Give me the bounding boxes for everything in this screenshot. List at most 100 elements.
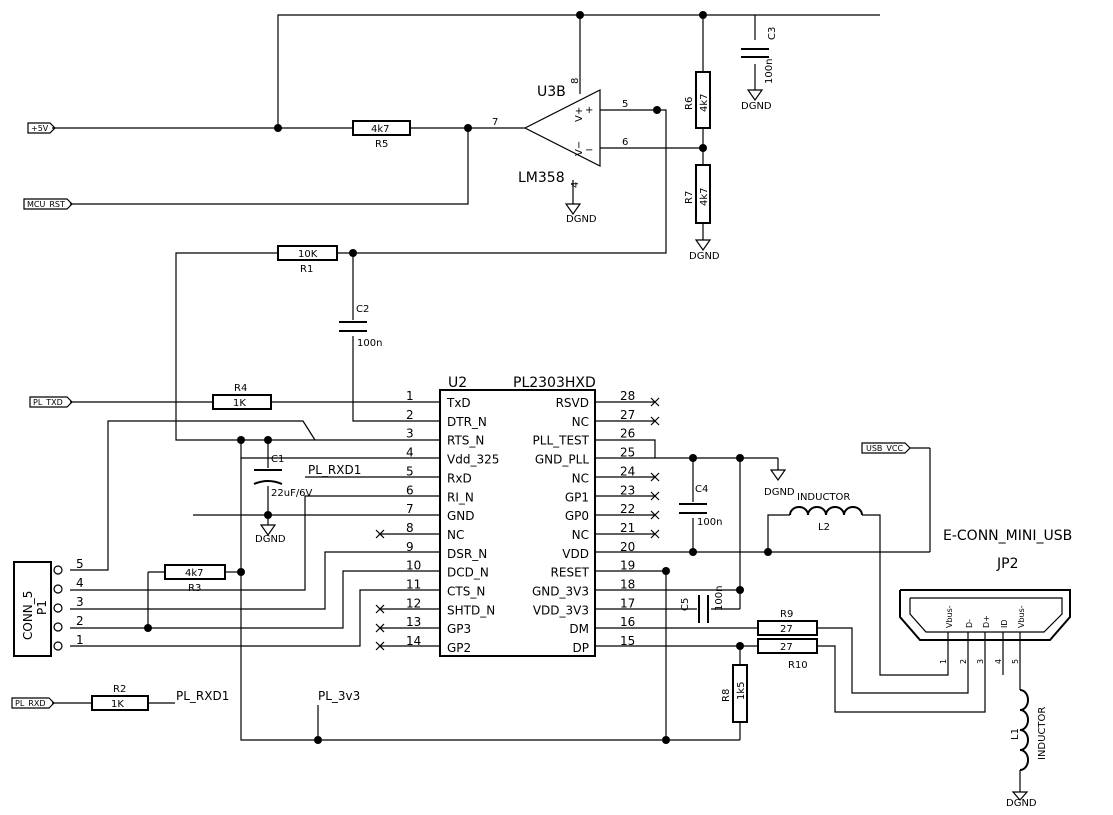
pin-number: 18 (620, 578, 635, 592)
junction (144, 624, 152, 632)
no-connect-mark (375, 623, 385, 633)
net-label-text: PL_RXD (15, 699, 45, 708)
no-connect-mark (650, 397, 660, 407)
resistor-value: 1K (233, 398, 246, 409)
pin-name: GND_PLL (535, 453, 589, 467)
net-label-text: MCU_RST (27, 200, 65, 209)
pin-name: DM (569, 622, 589, 636)
junction (349, 249, 357, 257)
pin-number: 11 (406, 578, 421, 592)
no-connect-mark (650, 491, 660, 501)
capacitor-ref: C1 (271, 454, 284, 465)
capacitor-ref: C4 (695, 484, 708, 495)
pin-name: TxD (446, 396, 471, 410)
pin-number: 2 (959, 659, 968, 664)
connector-value: E-CONN_MINI_USB (943, 528, 1072, 544)
pin-number: 5 (76, 557, 84, 571)
opamp-value: LM358 (518, 170, 565, 186)
ic-ref: U2 (448, 375, 467, 391)
no-connect-mark (650, 416, 660, 426)
resistor-value: 27 (780, 642, 793, 653)
resistor-r1: 10K R1 (277, 245, 338, 275)
capacitor-c4: C4 100n (679, 484, 722, 528)
pin-number: 17 (620, 596, 635, 610)
ground-label: DGND (689, 251, 720, 262)
junction (314, 736, 322, 744)
junction (699, 11, 707, 19)
inductor-ref: L1 (1010, 728, 1021, 740)
pin-name: ID (1000, 619, 1009, 628)
resistor-ref: R6 (684, 97, 695, 110)
pin-number: 16 (620, 615, 635, 629)
resistor-ref: R9 (780, 609, 793, 620)
resistor-r3: 4k7 R3 (164, 564, 226, 594)
pin-number: 3 (976, 659, 985, 664)
junction (264, 511, 272, 519)
resistor-r7: 4k7 R7 (684, 164, 711, 224)
resistor-value: 4k7 (699, 187, 710, 206)
net-label-5v: +5V (27, 122, 56, 134)
pin-number: 4 (406, 446, 414, 460)
pin-name: NC (572, 415, 589, 429)
pin-number: 23 (620, 483, 635, 497)
pin-name: DSR_N (447, 547, 487, 561)
junction (576, 11, 584, 19)
pin-number: 6 (622, 137, 628, 148)
net-label-text: PL_TXD (33, 398, 63, 407)
junction (736, 586, 744, 594)
pin-number: 22 (620, 502, 635, 516)
inductor-l2: INDUCTOR L2 (789, 492, 863, 533)
pin-number: 8 (570, 78, 581, 84)
pin-number: 1 (406, 389, 414, 403)
junction (662, 736, 670, 744)
resistor-ref: R8 (721, 689, 732, 702)
net-label-usb-vcc: USB_VCC (861, 442, 911, 454)
pin-name: NC (572, 528, 589, 542)
resistor-ref: R4 (234, 383, 247, 394)
junction (736, 454, 744, 462)
pin-number: 7 (492, 117, 498, 128)
junction (653, 106, 661, 114)
ground-label: DGND (741, 101, 772, 112)
pin-name: Vdd_325 (447, 453, 499, 467)
pin-name: Vbus- (1017, 605, 1026, 628)
pin-number: 7 (406, 502, 414, 516)
resistor-r2: 1K R2 (91, 684, 149, 711)
opamp-minus-sign: − (585, 145, 593, 156)
net-label-pl-txd: PL_TXD (29, 396, 73, 408)
net-label-text: +5V (31, 124, 49, 133)
net-label-pl-rxd1: PL_RXD1 (308, 463, 361, 477)
ic-right-pins: 28RSVD27NC26PLL_TEST25GND_PLL24NC23GP122… (532, 389, 635, 655)
resistor-ref: R7 (684, 191, 695, 204)
connector-pin (53, 603, 63, 613)
ground-symbol: DGND (1006, 791, 1037, 809)
opamp-plus-sign: + (585, 105, 593, 116)
net-label-pl-3v3: PL_3v3 (318, 689, 360, 703)
wires (52, 14, 1021, 792)
connector-ref: JP2 (996, 556, 1018, 572)
ground-symbol: DGND (741, 89, 772, 112)
ground-symbol: DGND (764, 469, 795, 498)
pin-name: DCD_N (447, 566, 489, 580)
net-label-mcu-rst: MCU_RST (23, 198, 73, 210)
pin-name: VDD_3V3 (533, 603, 589, 617)
ground-symbol: DGND (689, 239, 720, 262)
pin-number: 24 (620, 464, 635, 478)
pin-number: 14 (406, 634, 421, 648)
junctions (144, 11, 772, 744)
pin-number: 19 (620, 559, 635, 573)
inductor-value: INDUCTOR (797, 492, 850, 503)
ground-symbol: DGND (255, 524, 286, 545)
ground-symbol: DGND (564, 203, 597, 225)
pin-number: 1 (939, 659, 948, 664)
capacitor-c5: C5 100n (680, 586, 725, 623)
resistor-value: 4k7 (699, 93, 710, 112)
connector-pin (53, 584, 63, 594)
pin-name: RI_N (447, 490, 474, 504)
capacitor-value: 100n (764, 59, 775, 84)
resistor-value: 27 (780, 624, 793, 635)
resistor-r8: 1k5 R8 (721, 664, 748, 723)
